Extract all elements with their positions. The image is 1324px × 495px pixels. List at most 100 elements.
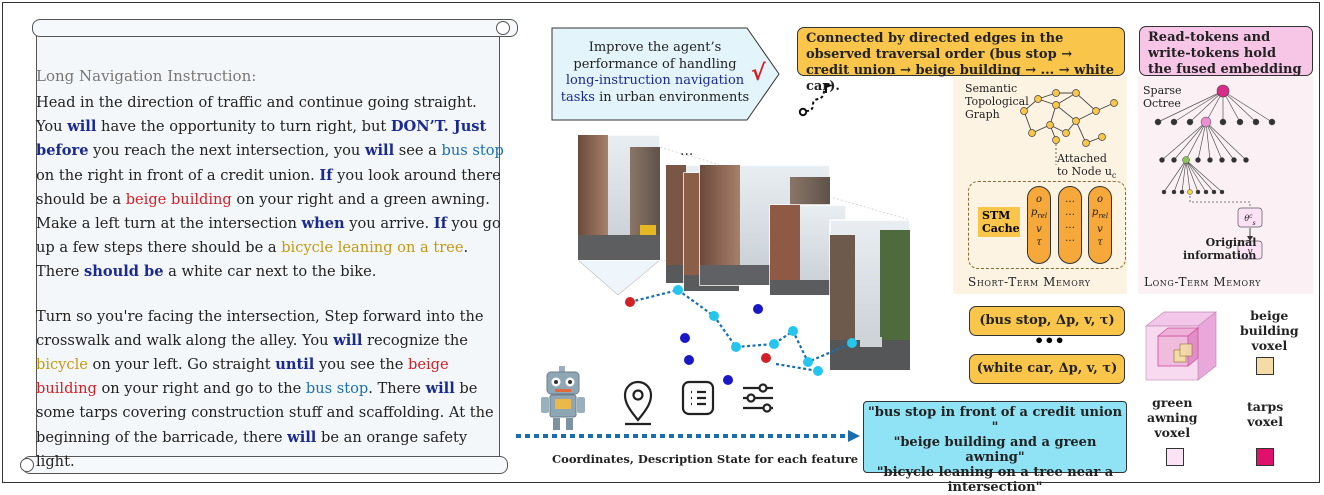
scroll-body — [36, 29, 500, 469]
instruction-keyword: should be — [84, 263, 164, 281]
street-view-stack: ... — [577, 134, 911, 372]
instruction-keyword: bicycle — [36, 356, 88, 374]
instruction-keyword: beige building — [36, 356, 449, 398]
trajectory-landmark-node — [684, 355, 694, 365]
instruction-segment: you look around there should be a — [36, 166, 501, 208]
trajectory-node — [673, 285, 683, 295]
description-line-3: "bicycle leaning on a tree near a — [876, 465, 1114, 480]
long-term-memory-title: Long-Term Memory — [1144, 275, 1261, 289]
stm-token-column: ………… — [1058, 186, 1082, 264]
settings-sliders-icon — [743, 383, 773, 413]
instruction-keyword: will — [425, 380, 455, 398]
original-info-label-1: Original — [1205, 236, 1257, 249]
instruction-segment: on your right and go to the — [96, 380, 306, 398]
location-pin-icon — [623, 380, 653, 426]
instruction-segment: a white car next to the bike. — [163, 263, 377, 281]
description-line-2: "beige building and a green awning" — [893, 435, 1097, 465]
instruction-segment: you reach the next intersection, you — [88, 142, 365, 160]
instruction-segment: . There — [368, 380, 426, 398]
instruction-segment: see a — [394, 142, 442, 160]
sparse-octree: θcs v — [1154, 84, 1276, 260]
graph-label: Semantic Topological Graph — [965, 82, 1029, 121]
goal-highlight: long-instruction navigation — [565, 73, 745, 88]
goal-line-4b: in urban environments — [594, 89, 750, 105]
instruction-keyword: bus stop — [305, 380, 369, 398]
trajectory-node — [731, 342, 741, 352]
goal-line-4a: tasks — [560, 89, 595, 105]
instruction-segment: on your left. Go straight — [87, 356, 276, 374]
street-ellipsis: ... — [680, 143, 693, 159]
trajectory-landmark-node — [723, 375, 733, 385]
instruction-segment: be some tarps covering construction stuf… — [36, 380, 494, 446]
instruction-keyword: will — [287, 428, 317, 446]
goal-line-2: performance of handling — [573, 56, 737, 72]
trajectory-red-node — [761, 353, 771, 363]
trajectory-node — [847, 338, 857, 348]
scroll-curl-top — [496, 21, 510, 35]
trajectory-start-node — [625, 297, 635, 307]
trajectory-landmark-node — [753, 304, 763, 314]
instruction-keyword: bicycle leaning on a tree — [281, 239, 464, 257]
goal-callout: Improve the agent’s performance of handl… — [551, 27, 781, 121]
instruction-keyword: DON’T. Just before — [36, 118, 487, 160]
checkmark-icon: √ — [751, 61, 766, 86]
instruction-segment: . There — [36, 239, 469, 281]
instruction-segment: you see the — [314, 356, 409, 374]
list-icon — [681, 380, 715, 416]
record-white-car: (white car, Δp, v, τ) — [969, 354, 1125, 384]
instruction-keyword: bus stop — [441, 142, 504, 160]
instruction-segment: have the opportunity to turn right, but — [96, 118, 391, 136]
tarps-voxel-swatch — [1256, 448, 1274, 466]
attached-label: Attached to Node uc — [1057, 152, 1116, 182]
attached-label-sub: c — [1111, 171, 1117, 181]
trajectory-node — [813, 366, 823, 376]
stm-cache-label-2: Cache — [982, 222, 1020, 235]
instruction-keyword: will — [67, 118, 97, 136]
stm-cache-label: STM Cache — [978, 207, 1020, 237]
dotted-arrow — [516, 430, 860, 442]
goal-line-1: Improve the agent’s — [588, 40, 722, 55]
edge-order-note: Connected by directed edges in the obser… — [797, 27, 1125, 94]
trajectory-landmark-node — [680, 333, 690, 343]
instruction-segment: you arrive. — [344, 215, 434, 233]
robot-icon — [541, 366, 585, 430]
goal-pentagon-shape — [551, 27, 780, 121]
instruction-scroll — [20, 19, 518, 474]
instruction-keyword: If — [433, 215, 447, 233]
instruction-keyword: when — [301, 215, 345, 233]
feature-icons-row — [541, 366, 773, 430]
instruction-title: Long Navigation Instruction: — [36, 67, 257, 85]
attached-label-1: Attached — [1057, 152, 1107, 165]
svg-text:v: v — [1247, 247, 1252, 257]
instruction-segment: be an orange safety light. — [36, 428, 468, 470]
trajectory-node — [803, 357, 813, 367]
long-term-memory-panel — [1138, 76, 1313, 294]
instruction-segment: you go up a few steps there should be a — [36, 215, 501, 257]
instruction-keyword: until — [275, 356, 315, 374]
instruction-keyword: beige building — [125, 190, 232, 208]
instruction-keyword: will — [333, 331, 363, 349]
instruction-segment: Turn so you're facing the intersection, … — [36, 307, 484, 349]
stm-cache-label-1: STM — [982, 209, 1011, 222]
record-bus-stop: (bus stop, Δp, v, τ) — [969, 306, 1125, 336]
green-voxel-swatch — [1166, 448, 1184, 466]
short-term-memory-title: Short-Term Memory — [968, 275, 1091, 289]
instruction-text: Head in the direction of traffic and con… — [36, 91, 506, 494]
description-line-4: intersection" — [947, 480, 1043, 495]
instruction-paragraph-2: Turn so you're facing the intersection, … — [36, 305, 506, 474]
trajectory-node — [769, 339, 779, 349]
original-info-label: Original information — [1183, 236, 1256, 262]
stm-cache-box — [968, 181, 1126, 269]
figure-frame — [2, 2, 1320, 483]
street-frame-1 — [577, 134, 661, 261]
instruction-keyword: If — [319, 166, 333, 184]
graph-label-2: Topological — [965, 95, 1029, 108]
feature-caption: Coordinates, Description State for each … — [552, 452, 859, 466]
records-ellipsis: ••• — [1034, 331, 1065, 350]
instruction-segment: on your right and a green awning. Make a… — [36, 190, 490, 233]
octree-label-1: Sparse — [1143, 84, 1182, 97]
